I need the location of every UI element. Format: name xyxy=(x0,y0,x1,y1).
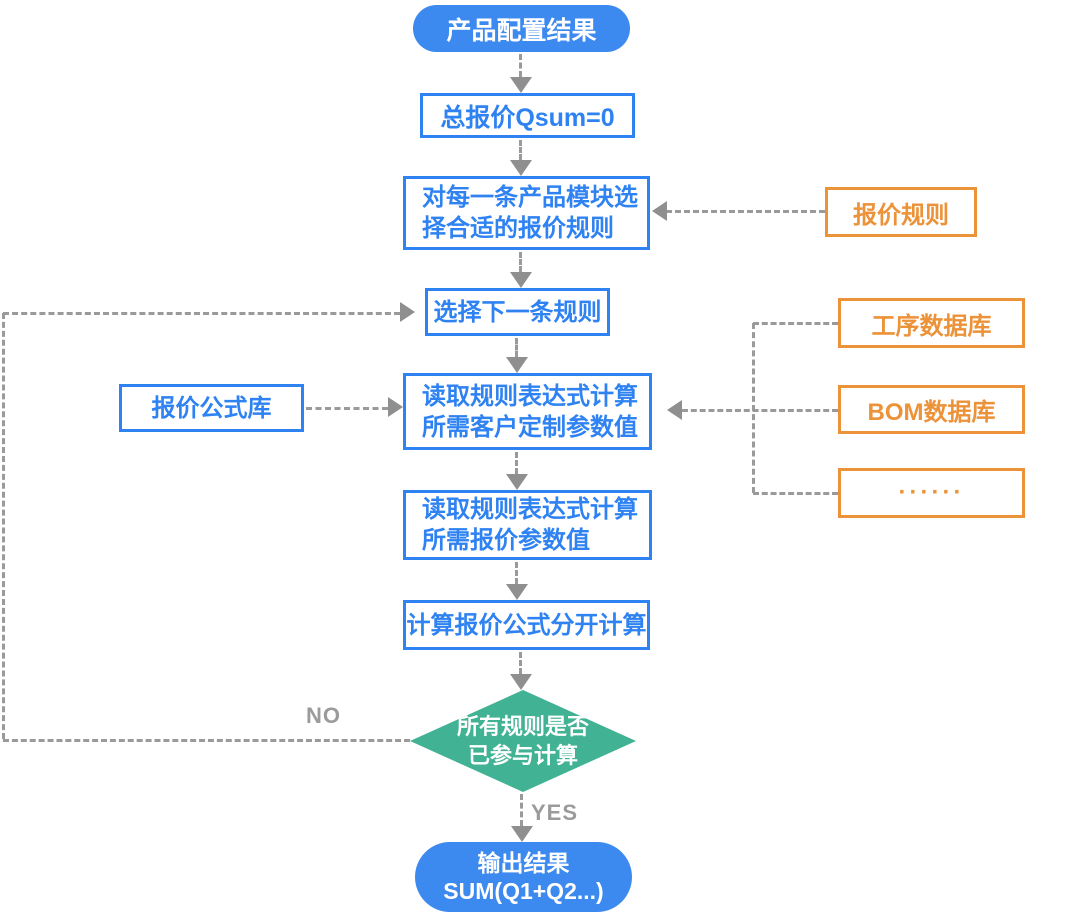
node-next-rule: 选择下一条规则 xyxy=(425,288,610,336)
node-process-db: 工序数据库 xyxy=(838,298,1025,348)
edge-decision-output-line xyxy=(520,794,523,826)
node-decision: 所有规则是否 已参与计算 xyxy=(410,690,636,792)
arrow-down-icon xyxy=(506,584,528,600)
arrow-down-icon xyxy=(510,272,532,288)
edge-nextrule-readcustomer-line xyxy=(515,338,518,357)
edge-module-nextrule-line xyxy=(519,252,522,272)
node-decision-line2: 已参与计算 xyxy=(467,743,578,768)
edge-readcustomer-readquote-line xyxy=(515,452,518,474)
edge-label-yes: YES xyxy=(531,800,579,825)
node-read-quote-line1: 读取规则表达式计算 xyxy=(422,496,638,523)
node-module: 对每一条产品模块选 择合适的报价规则 xyxy=(403,176,650,250)
node-output-line1: 输出结果 xyxy=(477,850,570,876)
edge-init-module-line xyxy=(519,140,522,160)
node-next-rule-label: 选择下一条规则 xyxy=(433,298,602,326)
node-quote-rules: 报价规则 xyxy=(825,187,977,237)
arrow-left-icon xyxy=(652,201,667,221)
node-init-label: 总报价Qsum=0 xyxy=(440,103,615,132)
node-bom-db: BOM数据库 xyxy=(838,385,1025,434)
arrow-down-icon xyxy=(510,674,532,690)
edge-label-no: NO xyxy=(306,703,341,728)
edge-quoterules-module-line xyxy=(666,210,825,213)
edge-start-init-line xyxy=(519,54,522,77)
arrow-right-icon xyxy=(388,397,403,417)
node-read-customer: 读取规则表达式计算 所需客户定制参数值 xyxy=(403,373,652,450)
arrow-left-icon xyxy=(667,400,682,420)
arrow-right-icon xyxy=(400,302,415,322)
node-start: 产品配置结果 xyxy=(413,5,630,52)
node-start-label: 产品配置结果 xyxy=(446,16,597,45)
node-read-customer-line1: 读取规则表达式计算 xyxy=(422,382,638,410)
node-output-line2: SUM(Q1+Q2...) xyxy=(443,878,604,904)
node-module-line1: 对每一条产品模块选 xyxy=(422,184,638,211)
node-decision-line1: 所有规则是否 xyxy=(456,714,589,739)
edge-bomdb-readcustomer-line xyxy=(682,409,838,412)
edge-processdb-line xyxy=(753,322,838,325)
loop-no-top-line xyxy=(3,312,400,315)
node-more-db-label: ······ xyxy=(898,479,965,506)
edge-moredb-line xyxy=(753,492,838,495)
node-more-db: ······ xyxy=(838,468,1025,518)
edge-formulalib-readcustomer-line xyxy=(306,407,388,410)
node-formula-lib-label: 报价公式库 xyxy=(151,394,272,422)
arrow-down-icon xyxy=(510,160,532,176)
loop-no-bottom-line xyxy=(3,739,410,742)
node-bom-db-label: BOM数据库 xyxy=(867,399,996,426)
edge-readquote-calc-line xyxy=(515,562,518,584)
node-read-quote: 读取规则表达式计算 所需报价参数值 xyxy=(403,490,652,560)
node-output: 输出结果 SUM(Q1+Q2...) xyxy=(415,842,632,912)
loop-no-left-line xyxy=(2,313,5,739)
node-module-line2: 择合适的报价规则 xyxy=(422,215,614,242)
edge-calc-decision-line xyxy=(519,652,522,674)
node-calc: 计算报价公式分开计算 xyxy=(403,600,650,650)
arrow-down-icon xyxy=(510,77,532,93)
node-formula-lib: 报价公式库 xyxy=(119,384,304,432)
node-read-customer-line2: 所需客户定制参数值 xyxy=(422,413,638,441)
node-process-db-label: 工序数据库 xyxy=(871,312,992,340)
db-cluster-vertical-line xyxy=(752,323,755,493)
node-calc-label: 计算报价公式分开计算 xyxy=(406,611,647,639)
arrow-down-icon xyxy=(506,474,528,490)
node-quote-rules-label: 报价规则 xyxy=(853,201,949,229)
arrow-down-icon xyxy=(511,826,533,842)
node-init: 总报价Qsum=0 xyxy=(420,93,635,138)
node-read-quote-line2: 所需报价参数值 xyxy=(422,527,590,554)
arrow-down-icon xyxy=(506,357,528,373)
